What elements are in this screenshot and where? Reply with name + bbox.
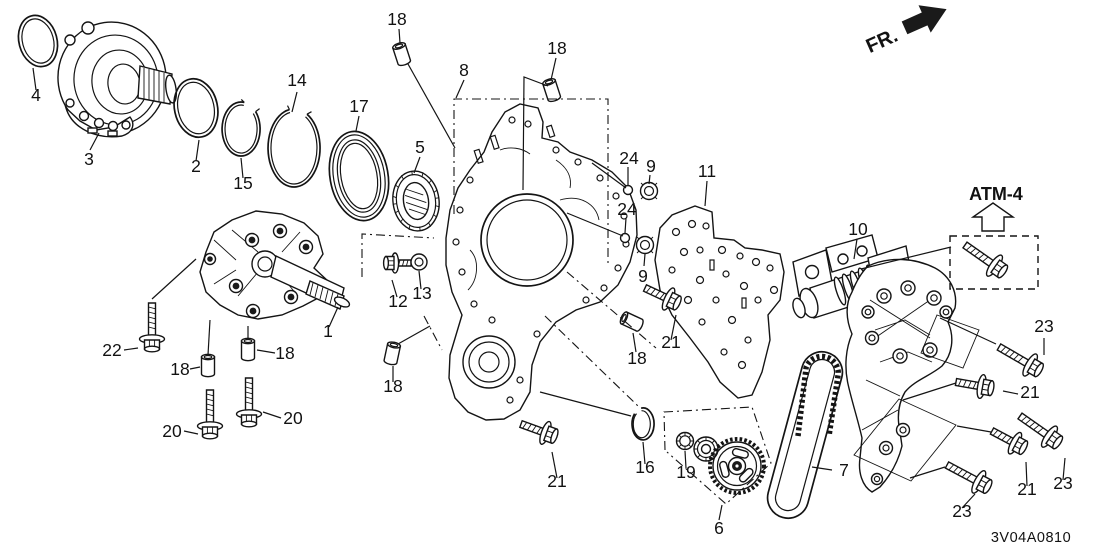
callout-24-b: 24: [617, 199, 637, 219]
up-arrow-icon: [970, 202, 1016, 232]
callout-17: 17: [349, 96, 368, 116]
bolt-20-a: [196, 389, 224, 440]
callout-1: 1: [323, 321, 333, 341]
front-label: FR.: [863, 25, 901, 58]
callout-3: 3: [84, 149, 94, 169]
drive-chain-7: [766, 350, 844, 520]
callout-10: 10: [848, 219, 868, 239]
cap-9-b: [635, 235, 655, 255]
oring-4: [17, 14, 59, 68]
callout-22: 22: [102, 340, 121, 360]
bolt-23-a: [992, 335, 1049, 383]
separator-plate-holes: [668, 219, 779, 370]
leader-lines: [32, 28, 1066, 521]
callout-5: 5: [415, 137, 425, 157]
callout-23-a: 23: [1034, 316, 1053, 336]
diagram-code: 3V04A0810: [991, 530, 1071, 546]
dowel-pin-18-f: [618, 310, 646, 333]
callout-6: 6: [714, 518, 724, 538]
atm4-reference: [949, 202, 1039, 290]
callout-4: 4: [31, 85, 41, 105]
callout-7: 7: [839, 460, 849, 480]
dowel-pin-18-a: [391, 40, 412, 68]
callout-19: 19: [676, 462, 695, 482]
front-direction-indicator: FR.: [863, 5, 947, 58]
valve-body-holes: [452, 116, 630, 404]
callout-16: 16: [635, 457, 654, 477]
callout-21-c: 21: [1020, 382, 1039, 402]
callout-9-a: 9: [646, 156, 656, 176]
dowel-pin-18-e: [382, 340, 402, 367]
oil-pump-assembly-1: [199, 210, 351, 320]
pump-shaft: [270, 254, 351, 310]
washer-13: [410, 253, 428, 271]
snap-ring-15: [221, 98, 261, 157]
oring-2: [173, 77, 219, 139]
check-ball-24-b: [619, 232, 631, 244]
solenoid-bracket-assembly-10: [792, 234, 980, 493]
snap-ring-14: [267, 105, 321, 188]
pump-cover-assembly-3: [57, 21, 178, 138]
callout-18-a: 18: [387, 9, 406, 29]
bolt-22: [138, 302, 166, 353]
cap-9-a: [639, 181, 659, 201]
callout-23-c: 23: [952, 501, 971, 521]
callout-9-b: 9: [638, 266, 648, 286]
bolt-23-c: [940, 453, 997, 500]
callout-15: 15: [233, 173, 252, 193]
atm4-label: ATM-4: [969, 184, 1023, 204]
needle-bearing-5: [392, 170, 440, 232]
callout-18-d: 18: [275, 343, 294, 363]
callout-11: 11: [698, 161, 716, 181]
bolt-21-c: [953, 369, 997, 402]
assembly-boundary-8: [453, 98, 609, 266]
sprocket-kit-6: [663, 406, 772, 505]
oil-seal-17: [328, 130, 390, 222]
callout-21-a: 21: [547, 471, 566, 491]
bolt-zone-upper: [920, 314, 980, 369]
bolt-12: [382, 252, 412, 274]
bolt-zone-lower: [853, 398, 957, 482]
bearing-6: [693, 436, 719, 462]
front-arrow-icon: [901, 5, 947, 35]
callout-20-b: 20: [283, 408, 303, 428]
bolt-21-d: [985, 419, 1033, 461]
callouts: 4 3 2 15 14 17 5 8 18 18 18 18 18 18 24 …: [31, 9, 1073, 538]
bracket-bosses: [861, 280, 953, 486]
callout-18-b: 18: [547, 38, 566, 58]
dowel-pin-18-c: [200, 353, 216, 378]
callout-12: 12: [388, 291, 407, 311]
pump-bolt-bosses: [203, 223, 314, 319]
callout-21-b: 21: [661, 332, 680, 352]
callout-18-f: 18: [627, 348, 646, 368]
callout-23-b: 23: [1053, 473, 1072, 493]
separator-plate-11: [654, 205, 785, 399]
dowel-pin-18-d: [240, 337, 256, 362]
callout-13: 13: [412, 283, 431, 303]
callout-18-e: 18: [383, 376, 402, 396]
callout-2: 2: [191, 156, 201, 176]
reference-bolt: [957, 234, 1013, 284]
callout-20-a: 20: [162, 421, 182, 441]
callout-18-c: 18: [170, 359, 189, 379]
snap-ring-19: [675, 431, 695, 451]
sprocket-6: [708, 437, 766, 495]
callout-21-d: 21: [1017, 479, 1036, 499]
bolt-20-b: [235, 377, 263, 428]
callout-24-a: 24: [619, 148, 639, 168]
reference-bolt-box: [949, 235, 1039, 290]
callout-14: 14: [287, 70, 307, 90]
oring-16: [631, 407, 655, 441]
bolt-21-a: [516, 412, 562, 450]
assembly-boundary-6: [663, 406, 772, 505]
callout-8: 8: [459, 60, 469, 80]
main-valve-body-8: [445, 98, 638, 421]
